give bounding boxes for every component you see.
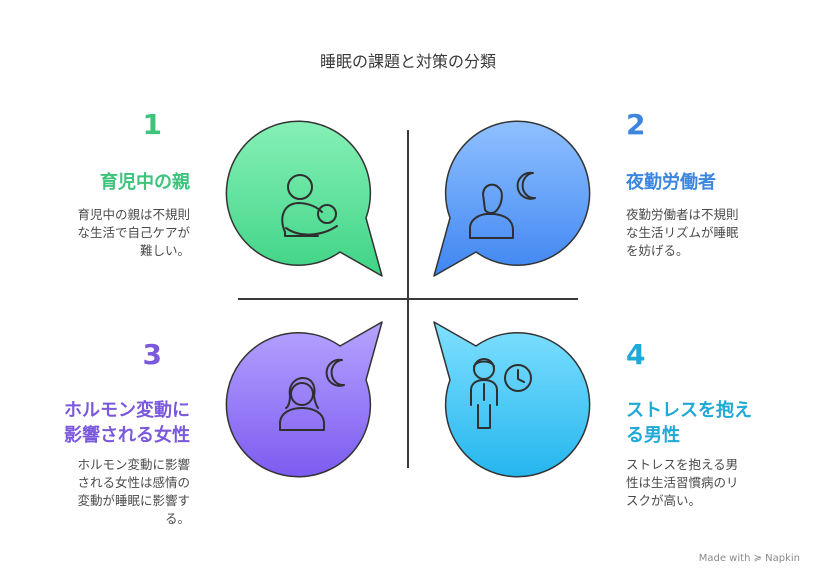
quadrant-4-description: ストレスを抱える男 性は生活習慣病のリ スクが高い。 [626,457,739,508]
quadrant-4-heading: ストレスを抱え る男性 [626,400,752,446]
quadrant-4-number: 4 [626,338,646,371]
bubble-3 [225,321,383,478]
napkin-credit: Made with ≽ Napkin [698,553,800,564]
bubble-4 [433,321,591,478]
parent-with-baby-icon [281,174,338,237]
quadrant-3-heading: ホルモン変動に 影響される女性 [64,400,190,446]
quadrant-1-heading: 育児中の親 [100,172,190,193]
quadrant-1-number: 1 [142,108,162,141]
quadrant-2-number: 2 [626,108,646,141]
quadrant-3-number: 3 [142,338,162,371]
man-with-clock-icon [470,358,532,429]
quadrant-2-description: 夜勤労働者は不規則 な生活リズムが睡眠 を妨げる。 [626,207,739,258]
woman-with-moon-icon [279,358,345,431]
page-title: 睡眠の課題と対策の分類 [319,52,496,71]
quadrant-1-description: 育児中の親は不規則 な生活で自己ケアが 難しい。 [77,207,190,258]
bubble-2 [433,120,591,277]
quadrant-3-description: ホルモン変動に影響 される女性は感情の 変動が睡眠に影響す る。 [77,457,190,526]
man-with-moon-icon [469,171,536,239]
quadrant-2-heading: 夜勤労働者 [626,172,716,193]
